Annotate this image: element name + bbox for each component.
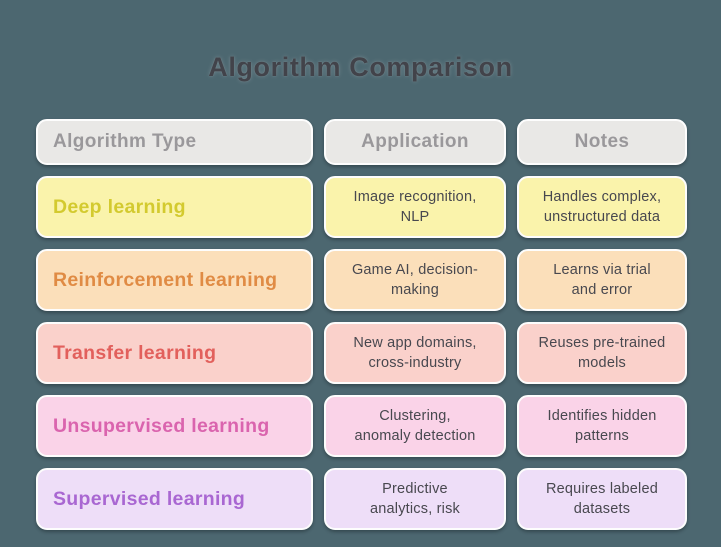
row-unsupervised-learning-type-cell: Unsupervised learning — [36, 395, 313, 457]
row-transfer-learning-notes-cell: Reuses pre-trained models — [517, 322, 687, 384]
page-title: Algorithm Comparison — [208, 52, 513, 82]
row-deep-learning-notes-cell: Handles complex, unstructured data — [517, 176, 687, 238]
row-reinforcement-learning-type-cell: Reinforcement learning — [36, 249, 313, 311]
row-deep-learning-type-cell: Deep learning — [36, 176, 313, 238]
row-deep-learning-application-cell: Image recognition, NLP — [324, 176, 506, 238]
row-reinforcement-learning-notes-cell: Learns via trial and error — [517, 249, 687, 311]
row-reinforcement-learning-application-cell: Game AI, decision- making — [324, 249, 506, 311]
header-cell-algorithm-type: Algorithm Type — [36, 119, 313, 165]
row-unsupervised-learning-application-cell: Clustering, anomaly detection — [324, 395, 506, 457]
row-supervised-learning-application-cell: Predictive analytics, risk — [324, 468, 506, 530]
header-cell-application: Application — [324, 119, 506, 165]
row-supervised-learning-type-cell: Supervised learning — [36, 468, 313, 530]
header-cell-notes: Notes — [517, 119, 687, 165]
row-unsupervised-learning-notes-cell: Identifies hidden patterns — [517, 395, 687, 457]
row-transfer-learning-application-cell: New app domains, cross-industry — [324, 322, 506, 384]
row-supervised-learning-notes-cell: Requires labeled datasets — [517, 468, 687, 530]
row-transfer-learning-type-cell: Transfer learning — [36, 322, 313, 384]
